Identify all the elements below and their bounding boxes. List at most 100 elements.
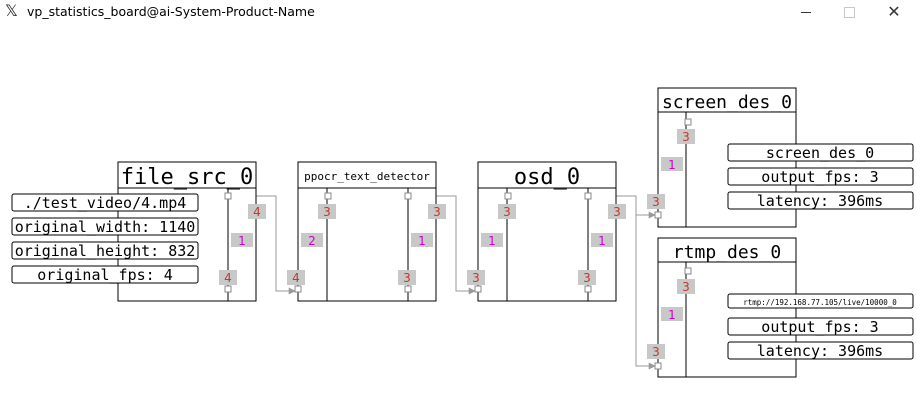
screen-des-port-top [684,118,692,126]
screen-des-core: 1 [668,158,676,172]
screen-des-queue-top: 3 [682,130,690,144]
file-src-info-2: original_width: 1140 [15,218,196,236]
minimize-button[interactable] [796,2,816,22]
rtmp-des-info-box-3 [727,341,914,360]
file-src-in-queue: 4 [224,271,232,285]
file-src-in-queue-badge [219,270,237,285]
ppocr-mid-badge [301,233,323,247]
rtmp-des-info-3: latency: 396ms [757,342,883,360]
window-title: vp_statistics_board@ai-System-Product-Na… [27,4,315,19]
ppocr-mid: 2 [308,234,316,248]
ppocr-out-queue-top: 3 [433,205,441,219]
screen-des-in-queue: 3 [652,195,660,209]
osd-port-tr [584,192,592,200]
file-src-info-box-2 [11,217,199,236]
osd-port-bl [474,285,482,293]
link-osd-to-rtmp [635,215,656,370]
rtmp-des-info-1: rtmp://192.168.77.105/live/10000_0 [743,298,897,307]
screen-des-info-3: latency: 396ms [757,192,883,210]
osd-port-br [584,285,592,293]
link-osd-to-screen [616,195,656,219]
ppocr-port-tr [404,192,412,200]
link-ppocr-to-osd [436,195,476,295]
rtmp-des-in-queue: 3 [652,345,660,359]
rtmp-des-port-in [654,362,662,370]
file-src-info-box-1 [11,193,199,212]
screen-des-port-in [654,211,662,219]
file-src-info-1: ./test_video/4.mp4 [24,194,187,212]
file-src-info-3: original_height: 832 [15,242,196,260]
maximize-button[interactable] [839,2,859,22]
node-file-src[interactable]: file_src_0 4 1 4 ./test_video/4.mp4 orig… [11,161,266,302]
screen-des-info-1: screen_des_0 [766,144,874,162]
file-src-port-top [224,192,232,200]
ppocr-core: 1 [418,234,426,248]
ppocr-out-queue-bottom: 3 [403,271,411,285]
rtmp-des-info-2: output_fps: 3 [761,318,878,336]
osd-title: osd_0 [514,165,580,190]
rtmp-des-core-badge [661,307,683,321]
window-titlebar: 𝕏 vp_statistics_board@ai-System-Product-… [0,0,917,24]
rtmp-des-info-box-1 [727,293,914,309]
node-rtmp-des[interactable]: rtmp_des_0 3 1 3 rtmp://192.168.77.105/l… [647,237,914,378]
rtmp-des-queue-top: 3 [682,280,690,294]
minimize-icon [801,12,811,13]
osd-core-badge [591,233,613,247]
screen-des-info-2: output_fps: 3 [761,168,878,186]
file-src-core-badge [231,233,253,247]
rtmp-des-title: rtmp_des_0 [673,242,781,263]
osd-port-tl [504,192,512,200]
file-src-info-box-3 [11,241,199,260]
ppocr-out-queue-bottom-badge [398,270,416,285]
file-src-info-box-4 [11,265,199,284]
osd-in-queue-bottom-badge [467,270,485,285]
link-file-to-ppocr [256,195,296,295]
ppocr-port-tl [324,192,332,200]
ppocr-core-badge [411,233,433,247]
osd-in-queue-top: 3 [503,205,511,219]
maximize-icon [844,7,855,18]
screen-des-queue-top-badge [677,129,695,144]
screen-des-in-queue-badge [647,194,665,209]
file-src-info-4: original_fps: 4 [37,266,172,284]
osd-out-queue-bottom-badge [578,270,596,285]
rtmp-des-port-top [684,267,692,275]
ppocr-port-br [404,285,412,293]
node-ppocr-text-detector[interactable]: ppocr_text_detector 3 2 4 3 1 3 [287,161,446,302]
rtmp-des-in-queue-badge [647,344,665,359]
screen-des-info-box-1 [727,143,914,162]
node-osd[interactable]: osd_0 3 1 3 3 1 3 [467,161,626,302]
close-icon: ✕ [887,2,901,21]
osd-core: 1 [598,234,606,248]
node-screen-des[interactable]: screen_des_0 3 1 3 screen_des_0 output_f… [647,87,914,228]
rtmp-des-queue-top-badge [677,279,695,294]
ppocr-in-queue-bottom-badge [287,270,305,285]
file-src-out-queue-badge [248,204,266,219]
connections [188,118,734,370]
file-src-core: 1 [238,234,246,248]
rtmp-des-info-box-2 [727,317,914,336]
osd-mid: 1 [488,234,496,248]
file-src-port-bottom [224,285,232,293]
file-src-title: file_src_0 [121,165,253,190]
screen-des-info-box-3 [727,191,914,210]
osd-in-queue-top-badge [498,204,516,219]
ppocr-title: ppocr_text_detector [304,170,430,183]
ppocr-out-queue-top-badge [428,204,446,219]
osd-mid-badge [481,233,503,247]
file-src-out-queue: 4 [253,205,261,219]
screen-des-info-box-2 [727,167,914,186]
x-window-icon: 𝕏 [5,1,18,20]
ppocr-in-queue-top-badge [318,204,336,219]
ppocr-in-queue-bottom: 4 [292,271,300,285]
ppocr-in-queue-top: 3 [323,205,331,219]
osd-in-queue-bottom: 3 [472,271,480,285]
ppocr-port-bl [294,285,302,293]
osd-out-queue-bottom: 3 [583,271,591,285]
osd-out-queue-top-badge [608,204,626,219]
close-button[interactable]: ✕ [884,2,904,22]
osd-out-queue-top: 3 [613,205,621,219]
screen-des-title: screen_des_0 [662,92,792,113]
screen-des-core-badge [661,157,683,171]
